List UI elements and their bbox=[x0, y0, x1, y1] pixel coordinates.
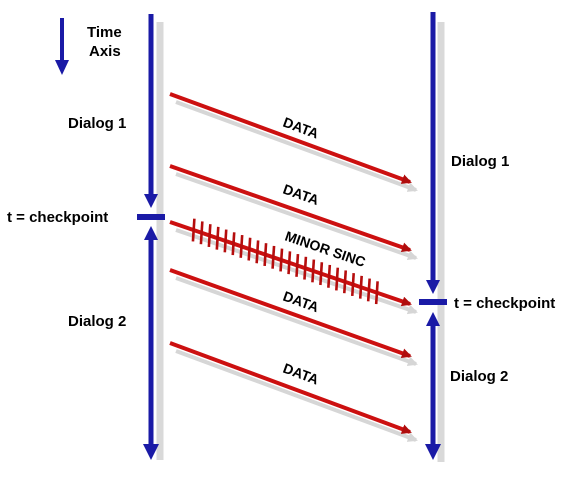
sync-tick-mark bbox=[303, 256, 308, 280]
data-message: DATA bbox=[169, 92, 418, 192]
left-dialog-2-label: Dialog 2 bbox=[68, 313, 126, 330]
left-timeline-upper-arrowhead bbox=[144, 194, 158, 208]
sync-tick-mark bbox=[350, 273, 355, 296]
sync-tick-mark bbox=[335, 267, 340, 291]
time-axis-label-line2: Axis bbox=[89, 43, 121, 60]
sync-tick-mark bbox=[215, 226, 220, 250]
left-checkpoint-label: t = checkpoint bbox=[7, 209, 108, 226]
left-dialog-1-label: Dialog 1 bbox=[68, 115, 126, 132]
right-timeline-bottom-arrowhead bbox=[425, 444, 441, 460]
left-timeline-bottom-arrowhead bbox=[143, 444, 159, 460]
message-arrow bbox=[169, 341, 412, 434]
sync-tick-mark bbox=[295, 254, 300, 277]
sync-tick-mark bbox=[231, 232, 236, 256]
right-dialog-2-label: Dialog 2 bbox=[450, 368, 508, 385]
sync-tick-mark bbox=[191, 218, 196, 242]
right-timeline-lower-arrowtail bbox=[426, 312, 440, 326]
message-arrow bbox=[169, 164, 412, 253]
sync-tick-mark bbox=[239, 234, 244, 258]
message-shadow bbox=[175, 276, 418, 367]
sync-tick-mark bbox=[327, 264, 332, 288]
right-timeline-upper-arrowhead bbox=[426, 280, 440, 294]
data-label: DATA bbox=[281, 181, 321, 208]
sync-tick-mark bbox=[279, 248, 284, 272]
right-dialog-1-label: Dialog 1 bbox=[451, 153, 509, 170]
sync-tick-mark bbox=[271, 245, 276, 269]
sync-tick-mark bbox=[223, 229, 228, 253]
sync-tick-mark bbox=[343, 270, 348, 294]
time-axis-legend: Time Axis bbox=[55, 18, 122, 75]
time-axis-label-line1: Time bbox=[87, 24, 122, 41]
sync-tick-mark bbox=[287, 251, 292, 275]
left-timeline bbox=[137, 14, 165, 460]
left-timeline-lower-arrowtail bbox=[144, 226, 158, 240]
data-label: DATA bbox=[281, 360, 321, 388]
time-axis-arrow-icon bbox=[55, 18, 69, 75]
sync-tick-mark bbox=[207, 224, 212, 247]
left-checkpoint-marker bbox=[137, 214, 165, 220]
right-timeline bbox=[419, 12, 447, 462]
data-message: DATA bbox=[169, 341, 418, 442]
message-arrow bbox=[169, 92, 412, 184]
sync-tick-mark bbox=[247, 237, 252, 261]
sync-tick-mark bbox=[199, 221, 204, 245]
sync-tick-mark bbox=[358, 275, 363, 299]
message-shadow bbox=[175, 172, 418, 261]
sync-tick-mark bbox=[374, 281, 379, 305]
message-shadow bbox=[175, 349, 418, 442]
right-checkpoint-marker bbox=[419, 299, 447, 305]
sync-tick-mark bbox=[311, 259, 316, 283]
sync-tick-mark bbox=[319, 262, 324, 286]
sync-tick-mark bbox=[263, 243, 268, 267]
data-message: DATA bbox=[169, 268, 418, 367]
message-shadow bbox=[175, 100, 418, 192]
message-arrow bbox=[169, 268, 412, 359]
sync-tick-mark bbox=[255, 240, 260, 264]
right-checkpoint-label: t = checkpoint bbox=[454, 295, 555, 312]
sync-tick-mark bbox=[366, 278, 371, 302]
